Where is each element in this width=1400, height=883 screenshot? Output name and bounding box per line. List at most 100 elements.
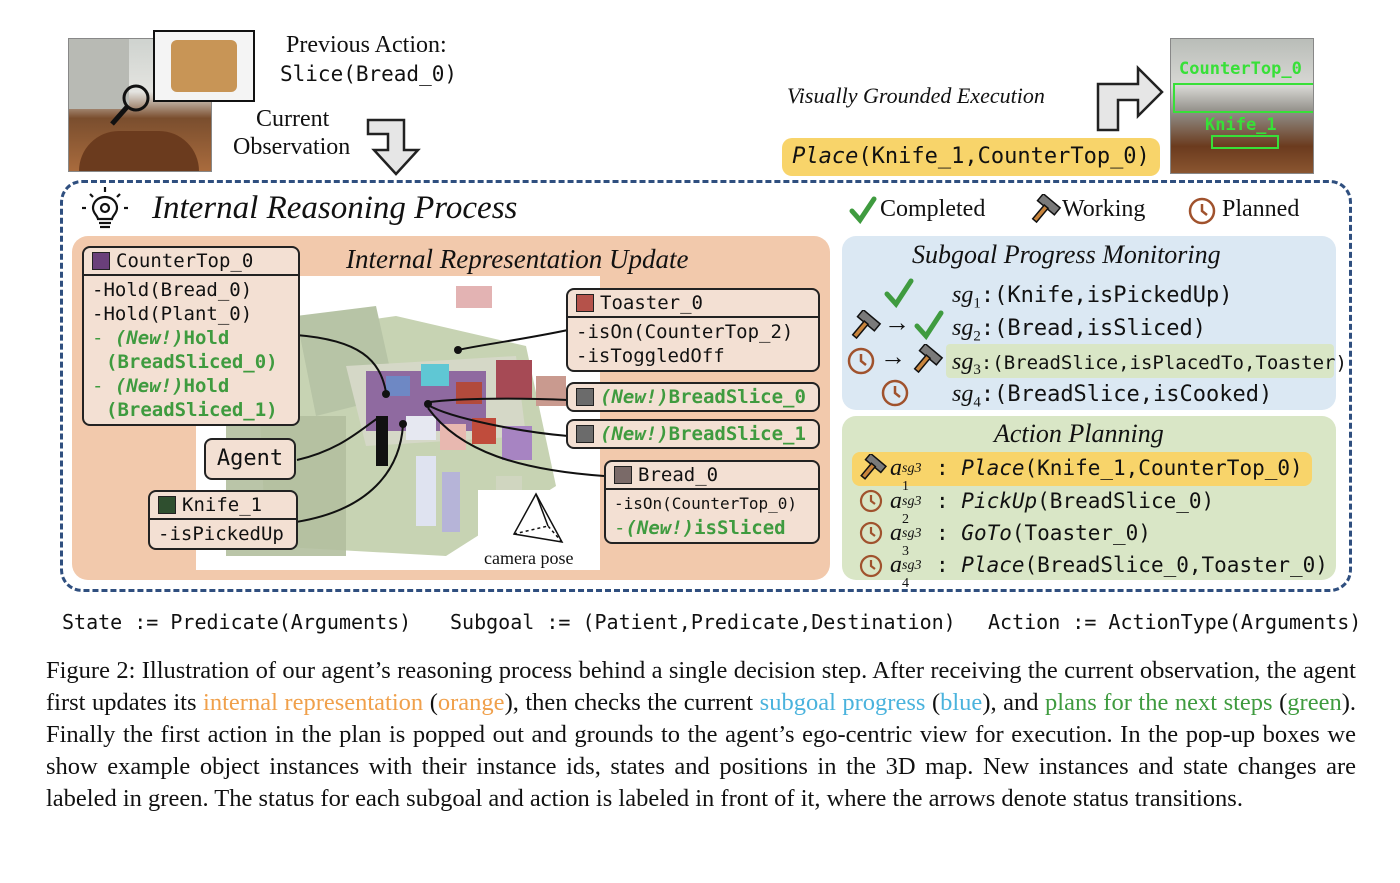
subgoal-title: Subgoal Progress Monitoring xyxy=(912,240,1221,269)
agent-label: Agent xyxy=(204,438,296,480)
bread-line2-prefix: - xyxy=(614,517,626,539)
action-title: Action Planning xyxy=(994,419,1164,448)
caption-green-word: green xyxy=(1287,689,1342,716)
breadslice1-swatch xyxy=(576,425,594,443)
action4-status-clock-icon xyxy=(858,553,884,584)
detect-label-knife: Knife_1 xyxy=(1205,115,1277,135)
caption-part-7: ). Finally the first action in the plan … xyxy=(46,689,1356,812)
check-icon xyxy=(849,196,877,229)
caption-green-term: plans for the next steps xyxy=(1045,689,1273,716)
breadslice0-name: BreadSlice_0 xyxy=(668,386,806,408)
caption-part-4: ( xyxy=(925,689,941,716)
breadslice1-name: BreadSlice_1 xyxy=(668,423,806,445)
definition-state: State := Predicate(Arguments) xyxy=(62,610,412,634)
action-1-highlight xyxy=(852,452,1312,486)
panel-title: Internal Reasoning Process xyxy=(152,190,518,226)
detect-label-countertop: CounterTop_0 xyxy=(1179,59,1302,79)
sg2-status-check-icon xyxy=(914,310,944,345)
execute-action-verb: Place xyxy=(792,144,859,169)
action3-status-clock-icon xyxy=(858,520,884,551)
up-right-arrow-icon xyxy=(1094,56,1166,137)
reasoning-panel xyxy=(60,180,1352,592)
bread-swatch xyxy=(614,466,632,484)
detect-box-countertop xyxy=(1173,83,1313,113)
sg3-transition-arrow: → xyxy=(880,342,906,371)
sg3-status-clock-icon xyxy=(846,346,876,381)
lightbulb-icon xyxy=(80,186,130,237)
countertop-new2-text: Hold xyxy=(183,375,230,397)
knife-swatch xyxy=(158,496,176,514)
toaster-line-1: -isOn(CounterTop_2) xyxy=(576,321,794,343)
caption-orange-term: internal representation xyxy=(203,689,424,716)
countertop-line-1: -Hold(Bread_0) xyxy=(92,279,253,301)
countertop-new2-prefix: - xyxy=(92,375,115,397)
breadslice0-swatch xyxy=(576,388,594,406)
caption-part-6: ( xyxy=(1272,689,1288,716)
current-label-line2: Observation xyxy=(233,134,351,160)
legend-working: Working xyxy=(1062,196,1146,222)
countertop-new1-arg: (BreadSliced_0) xyxy=(106,351,278,373)
popup-countertop: CounterTop_0 -Hold(Bread_0) -Hold(Plant_… xyxy=(82,246,300,426)
bread-name: Bread_0 xyxy=(638,464,719,486)
popup-breadslice-0: (New!)BreadSlice_0 xyxy=(566,382,820,412)
sg3-status-hammer-icon xyxy=(908,342,944,381)
previous-action-value: Slice(Bread_0) xyxy=(280,62,458,86)
knife-name: Knife_1 xyxy=(182,494,263,516)
sg2-status-hammer-icon xyxy=(846,308,882,347)
magnifier-icon xyxy=(104,80,154,135)
subgoal-3: sg3:(BreadSlice,isPlacedTo,Toaster) xyxy=(952,349,1347,378)
legend-planned: Planned xyxy=(1222,196,1300,222)
caption-part-5: ), and xyxy=(982,689,1046,716)
knife-line: -isPickedUp xyxy=(158,523,284,545)
sg2-transition-arrow: → xyxy=(884,308,910,337)
current-label-line1: Current xyxy=(256,106,330,132)
popup-toaster: Toaster_0 -isOn(CounterTop_2) -isToggled… xyxy=(566,288,820,372)
sg1-status-check-icon xyxy=(884,278,914,313)
popup-knife: Knife_1 -isPickedUp xyxy=(148,490,298,550)
caption-orange-word: orange xyxy=(437,689,505,716)
action2-status-clock-icon xyxy=(858,488,884,519)
hammer-icon xyxy=(1026,192,1062,231)
bread-line2-text: isSliced xyxy=(694,517,786,539)
countertop-name: CounterTop_0 xyxy=(116,250,254,272)
countertop-new2-tag: (New!) xyxy=(114,375,184,397)
definition-action: Action := ActionType(Arguments) xyxy=(988,610,1362,634)
toaster-name: Toaster_0 xyxy=(600,292,703,314)
subgoal-2: sg2:(Bread,isSliced) xyxy=(952,315,1207,345)
action-panel xyxy=(842,416,1336,580)
clock-icon xyxy=(1187,196,1217,231)
subgoal-1: sg1:(Knife,isPickedUp) xyxy=(952,282,1233,312)
camera-pose-icon xyxy=(512,492,564,543)
subgoal-3-highlight xyxy=(946,344,1334,378)
countertop-new2-arg: (BreadSliced_1) xyxy=(106,399,278,421)
action1-status-hammer-icon xyxy=(856,452,888,489)
countertop-swatch xyxy=(92,252,110,270)
camera-pose-panel: camera pose xyxy=(478,490,598,570)
definition-subgoal: Subgoal := (Patient,Predicate,Destinatio… xyxy=(450,610,956,634)
breadslice0-tag: (New!) xyxy=(600,386,669,408)
caption-blue-word: blue xyxy=(940,689,983,716)
caption-part-1: Figure 2: Illustration of our agent’s re… xyxy=(46,657,1356,716)
agent-label-text: Agent xyxy=(216,446,284,471)
countertop-new1-tag: (New!) xyxy=(114,327,184,349)
countertop-new1-prefix: - xyxy=(92,327,115,349)
grounded-execution-image: CounterTop_0 Knife_1 xyxy=(1170,38,1314,174)
sg4-status-clock-icon xyxy=(880,378,910,413)
down-arrow-icon xyxy=(366,118,430,183)
subgoal-panel xyxy=(842,236,1336,410)
subgoal-4: sg4:(BreadSlice,isCooked) xyxy=(952,381,1273,411)
bread-line2-tag: (New!) xyxy=(625,517,695,539)
figure-caption: Figure 2: Illustration of our agent’s re… xyxy=(46,655,1356,815)
countertop-line-2: -Hold(Plant_0) xyxy=(92,303,253,325)
toaster-swatch xyxy=(576,294,594,312)
legend-completed: Completed xyxy=(880,196,986,222)
detect-box-knife xyxy=(1211,135,1279,149)
popup-breadslice-1: (New!)BreadSlice_1 xyxy=(566,419,820,449)
caption-part-2: ( xyxy=(423,689,438,716)
execute-action-chip: Place(Knife_1,CounterTop_0) xyxy=(782,138,1160,176)
visually-grounded-label: Visually Grounded Execution xyxy=(787,83,1045,108)
